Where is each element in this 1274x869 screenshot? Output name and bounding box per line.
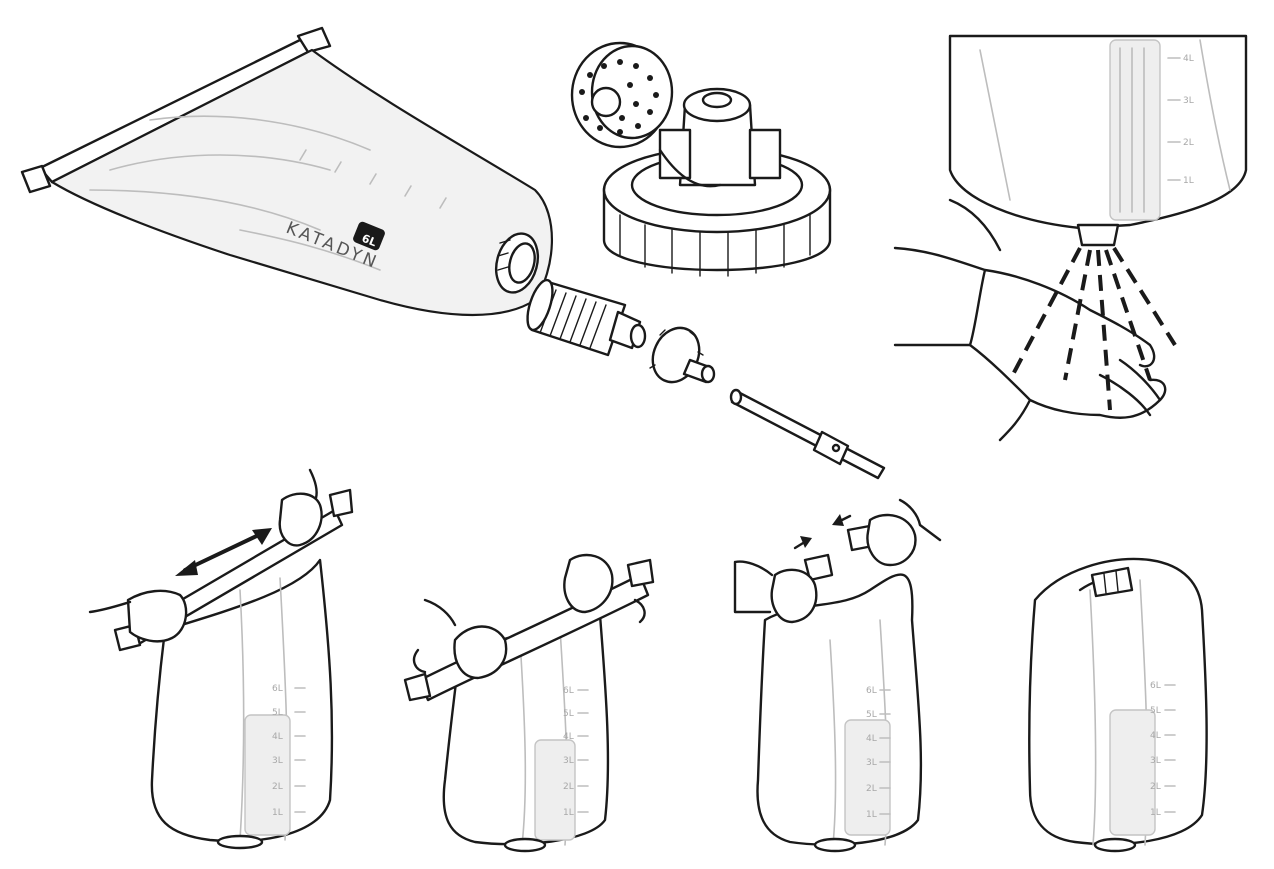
buckle-arrows [793, 514, 852, 550]
step-3-left-hand [770, 568, 818, 624]
scale-label-3l: 3L [1183, 96, 1194, 106]
step-3-right-hand [866, 513, 917, 567]
step-1-left-hand [126, 589, 188, 643]
s3-label-5l: 5L [866, 710, 877, 720]
step-1-stretch: 6L 5L 4L 3L 2L 1L [88, 468, 354, 850]
hanging-bag [948, 34, 1248, 230]
s3-label-6l: 6L [866, 686, 877, 696]
s3-label-4l: 4L [866, 734, 877, 744]
step-2-right-hand [563, 553, 614, 614]
nozzle-cap [649, 326, 716, 384]
s4-label-3l: 3L [1150, 756, 1161, 766]
step-3-buckle: 6L 5L 4L 3L 2L 1L [733, 498, 942, 853]
capacity-badge-label: 6L [360, 232, 378, 250]
capacity-badge [353, 221, 385, 251]
s4-label-2l: 2L [1150, 782, 1161, 792]
step-3-scale: 6L 5L 4L 3L 2L 1L [866, 686, 891, 820]
step-1-scale: 6L 5L 4L 3L 2L 1L [272, 684, 306, 818]
s2-label-2l: 2L [563, 782, 574, 792]
s2-label-6l: 6L [563, 686, 574, 696]
s2-label-3l: 3L [563, 756, 574, 766]
exploded-view: KATADYN 6L [20, 26, 886, 480]
shower-nozzle [1076, 223, 1120, 247]
step-4-bag [1028, 557, 1208, 846]
shower-holes [579, 59, 659, 135]
s3-label-1l: 1L [866, 810, 877, 820]
s2-label-1l: 1L [563, 808, 574, 818]
s3-label-3l: 3L [866, 758, 877, 768]
bag-scale [299, 149, 447, 209]
step-1-right-hand [278, 492, 323, 547]
s1-label-2l: 2L [272, 782, 283, 792]
s4-label-6l: 6L [1150, 681, 1161, 691]
s1-label-1l: 1L [272, 808, 283, 818]
s3-label-2l: 2L [866, 784, 877, 794]
bag-body [50, 48, 553, 317]
s2-label-5l: 5L [563, 709, 574, 719]
s2-label-4l: 4L [563, 732, 574, 742]
scale-label-2l: 2L [1183, 138, 1194, 148]
step-2-scale: 6L 5L 4L 3L 2L 1L [563, 686, 589, 818]
s1-label-6l: 6L [272, 684, 283, 694]
s1-label-4l: 4L [272, 732, 283, 742]
scale-label-4l: 4L [1183, 54, 1194, 64]
top-strap [20, 26, 332, 194]
water-spray [1008, 246, 1177, 411]
bag-neck [494, 232, 540, 294]
hanging-bag-scale: 4L 3L 2L 1L [1167, 54, 1194, 186]
hose-tube [729, 388, 886, 480]
step-2-roll: 6L 5L 4L 3L 2L 1L [403, 553, 655, 853]
filter-cartridge [526, 278, 647, 357]
s4-label-5l: 5L [1150, 706, 1161, 716]
step-4-scale: 6L 5L 4L 3L 2L 1L [1150, 681, 1176, 818]
s1-label-5l: 5L [272, 708, 283, 718]
s4-label-1l: 1L [1150, 808, 1161, 818]
hanging-bag-panel: 4L 3L 2L 1L [893, 34, 1248, 442]
s1-label-3l: 3L [272, 756, 283, 766]
stretch-arrow [175, 528, 272, 576]
step-2-left-hand [453, 625, 508, 680]
lower-hand [968, 343, 1167, 442]
s4-label-4l: 4L [1150, 731, 1161, 741]
screw-cap-assembly [570, 41, 832, 277]
step-4-closed: 6L 5L 4L 3L 2L 1L [1028, 557, 1208, 853]
scale-label-1l: 1L [1183, 176, 1194, 186]
